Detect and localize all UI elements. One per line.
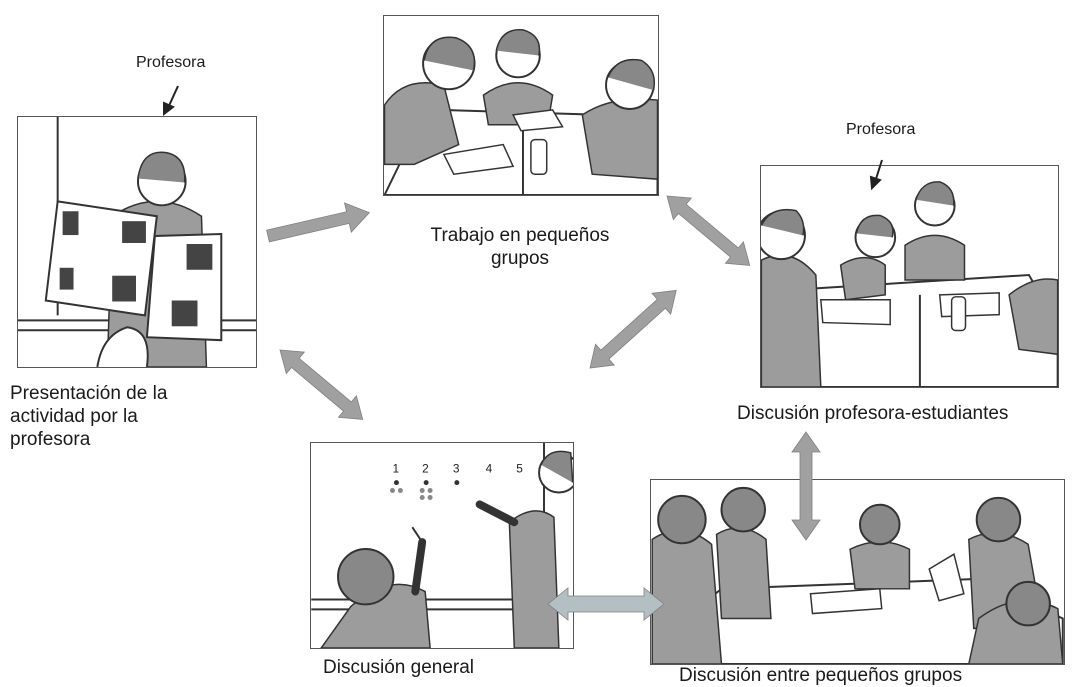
panel-general-discussion: 1 2 3 4 5: [310, 442, 574, 649]
caption-presentation-line-1: Presentación de la: [10, 383, 168, 404]
students-small-group-illustration: [384, 28, 658, 195]
caption-between-groups: Discusión entre pequeños grupos: [679, 665, 963, 686]
panel-between-groups: [650, 479, 1065, 665]
board-number-1: 1: [392, 462, 399, 476]
teacher-label-right: Profesora: [846, 121, 916, 138]
caption-small-groups-line-1: Trabajo en pequeños: [430, 225, 610, 246]
board-dots: [390, 480, 460, 500]
caption-small-groups: Trabajo en pequeños grupos: [406, 224, 634, 270]
teacher-presenting-illustration: [18, 117, 256, 367]
arrow-presentation-general: [279, 349, 364, 420]
board-number-2: 2: [422, 462, 429, 476]
caption-teacher-students: Discusión profesora-estudiantes: [737, 403, 1009, 424]
caption-presentation-line-2: actividad por la: [10, 406, 138, 428]
panel-teacher-students: [760, 165, 1059, 388]
caption-presentation: Presentación de la actividad por la prof…: [10, 382, 167, 452]
board-numbers: 1 2 3 4 5: [392, 462, 523, 476]
between-groups-illustration: [651, 486, 1064, 664]
general-discussion-illustration: 1 2 3 4 5: [311, 443, 573, 648]
board-number-5: 5: [516, 462, 523, 476]
board-number-4: 4: [486, 462, 493, 476]
board-number-3: 3: [453, 462, 460, 476]
caption-small-groups-line-2: grupos: [490, 248, 550, 270]
arrow-general-teacher-students: [589, 289, 677, 369]
teacher-students-illustration: [761, 181, 1058, 387]
panel-presentation: [17, 116, 257, 368]
caption-presentation-line-3: profesora: [10, 429, 91, 451]
teacher-label-top-left: Profesora: [136, 54, 206, 71]
caption-general: Discusión general: [323, 657, 475, 678]
panel-small-group-work: [383, 15, 659, 196]
arrow-presentation-to-small-groups: [266, 202, 371, 243]
arrow-small-groups-teacher-students: [666, 195, 751, 266]
